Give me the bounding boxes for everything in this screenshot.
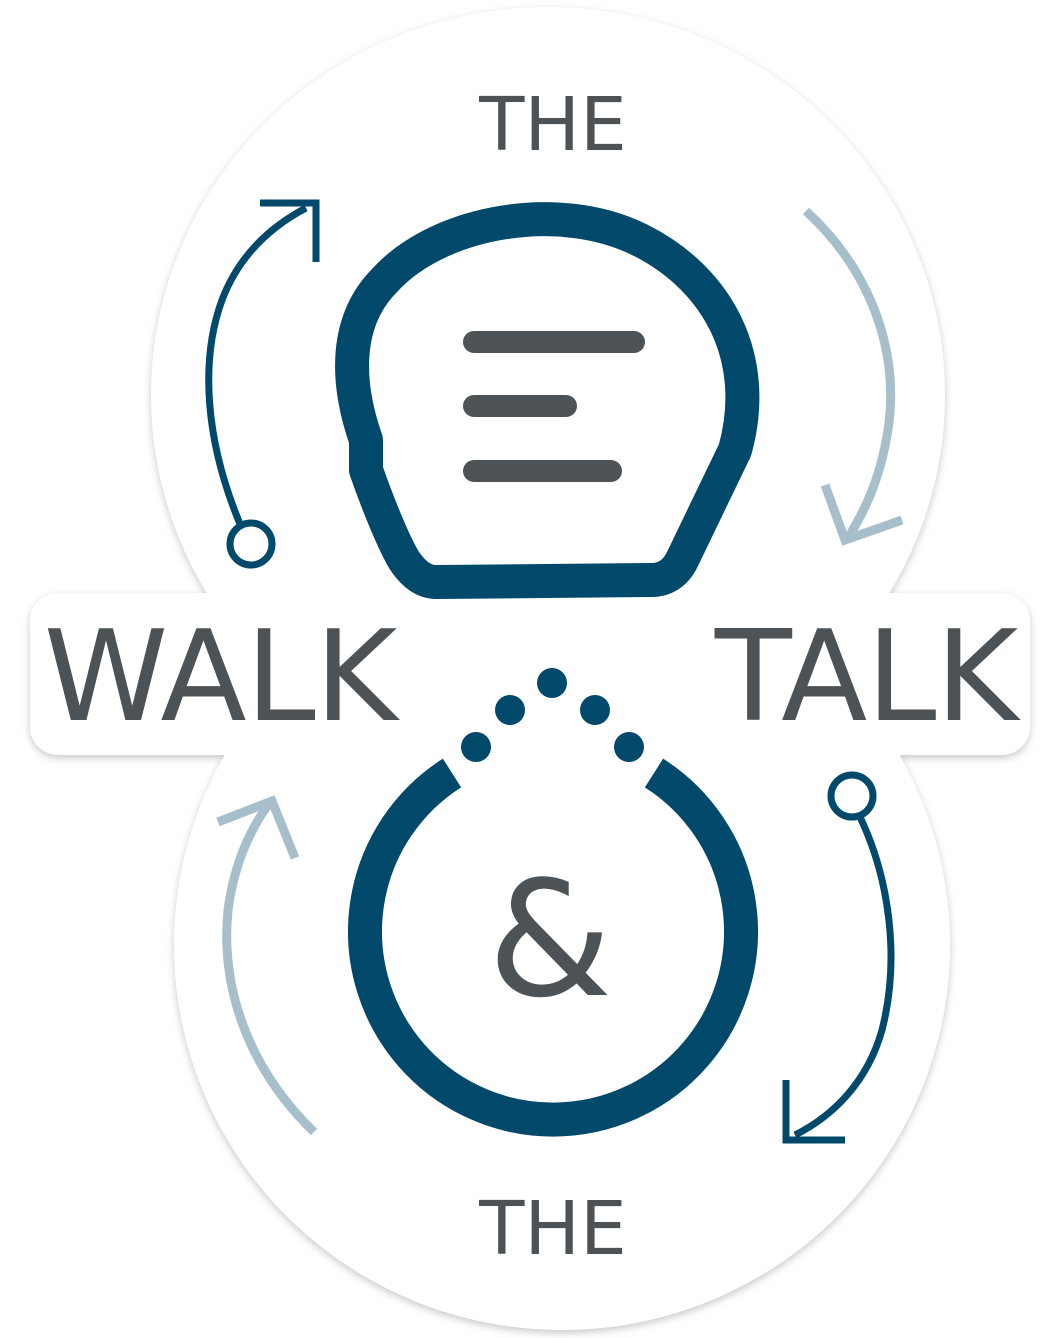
ellipsis-dots-icon [461, 668, 644, 762]
bottom-the-text: THE [478, 1186, 627, 1272]
curved-arrow-up-right-icon [205, 199, 320, 569]
curved-arrow-down-right-light-icon [802, 207, 904, 546]
curved-arrow-down-left-icon [782, 771, 895, 1144]
top-the-text: THE [478, 82, 627, 168]
walk-text: WALK [44, 603, 401, 750]
open-circle-icon [348, 758, 758, 1137]
curved-arrow-up-left-light-icon [216, 795, 318, 1136]
text-lines-icon [463, 331, 645, 482]
talk-text: TALK [714, 603, 1022, 750]
speech-bubble-icon [335, 202, 760, 599]
ampersand-text: & [488, 846, 613, 1033]
